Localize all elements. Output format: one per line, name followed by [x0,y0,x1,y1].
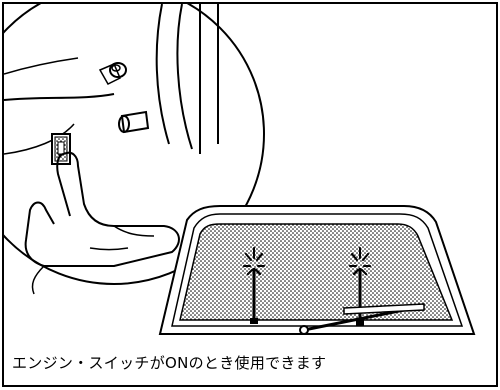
wiper-icon [299,303,425,335]
rear-defroster-switch-icon [51,133,71,165]
hand-pointing-icon [24,151,180,295]
instruction-illustration [4,4,476,335]
heat-spark-left [243,247,265,320]
steering-wheel-icon [155,4,219,154]
defroster-terminal-left [250,318,258,324]
defroster-terminal-right [356,320,364,326]
illustration-frame: エンジン・スイッチがONのとき使用できます [2,2,498,387]
usage-note: エンジン・スイッチがONのとき使用できます [12,354,327,372]
rear-window-icon [158,205,476,335]
dashboard-closeup [4,4,265,295]
